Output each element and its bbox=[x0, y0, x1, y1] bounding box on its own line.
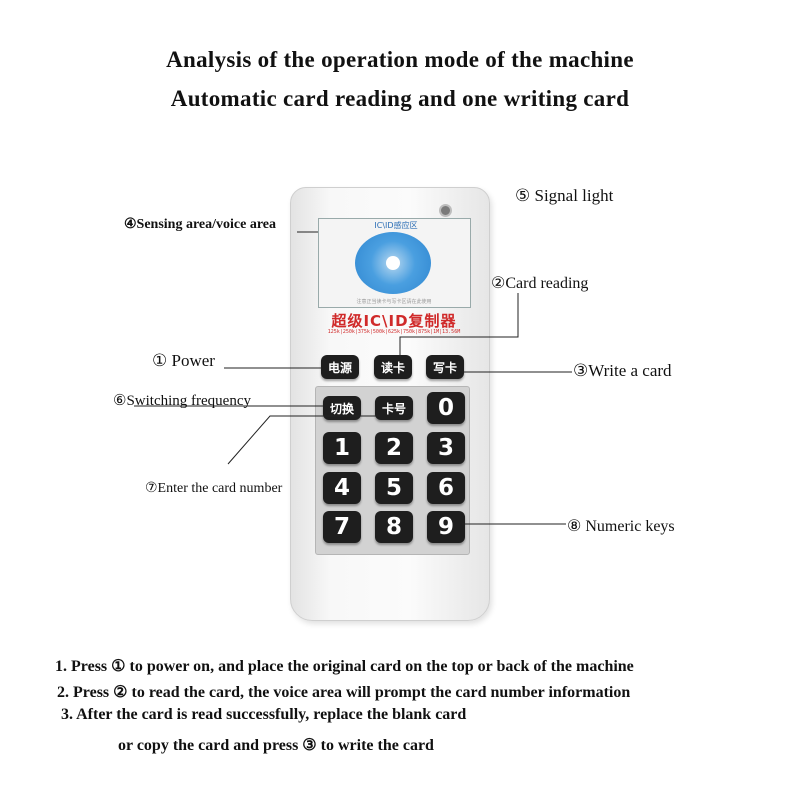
annotation-switching-frequency: ⑥Switching frequency bbox=[113, 391, 251, 410]
instruction-step-1: 1. Press ① to power on, and place the or… bbox=[55, 656, 634, 676]
callout-line-card-reading bbox=[400, 293, 518, 357]
annotation-signal-light: ⑤ Signal light bbox=[515, 186, 613, 206]
instruction-step-3b: or copy the card and press ③ to write th… bbox=[118, 735, 434, 755]
annotation-numeric-keys: ⑧ Numeric keys bbox=[567, 516, 675, 536]
callout-line-enter-number bbox=[228, 416, 380, 464]
annotation-enter-card-number: ⑦Enter the card number bbox=[145, 480, 282, 497]
annotation-card-reading: ②Card reading bbox=[491, 273, 588, 293]
annotation-sensing-area: ④Sensing area/voice area bbox=[124, 216, 276, 233]
annotation-power: ① Power bbox=[152, 351, 215, 371]
instruction-step-3a: 3. After the card is read successfully, … bbox=[61, 706, 466, 724]
instruction-step-2: 2. Press ② to read the card, the voice a… bbox=[57, 682, 630, 702]
annotation-write-card: ③Write a card bbox=[573, 361, 672, 381]
